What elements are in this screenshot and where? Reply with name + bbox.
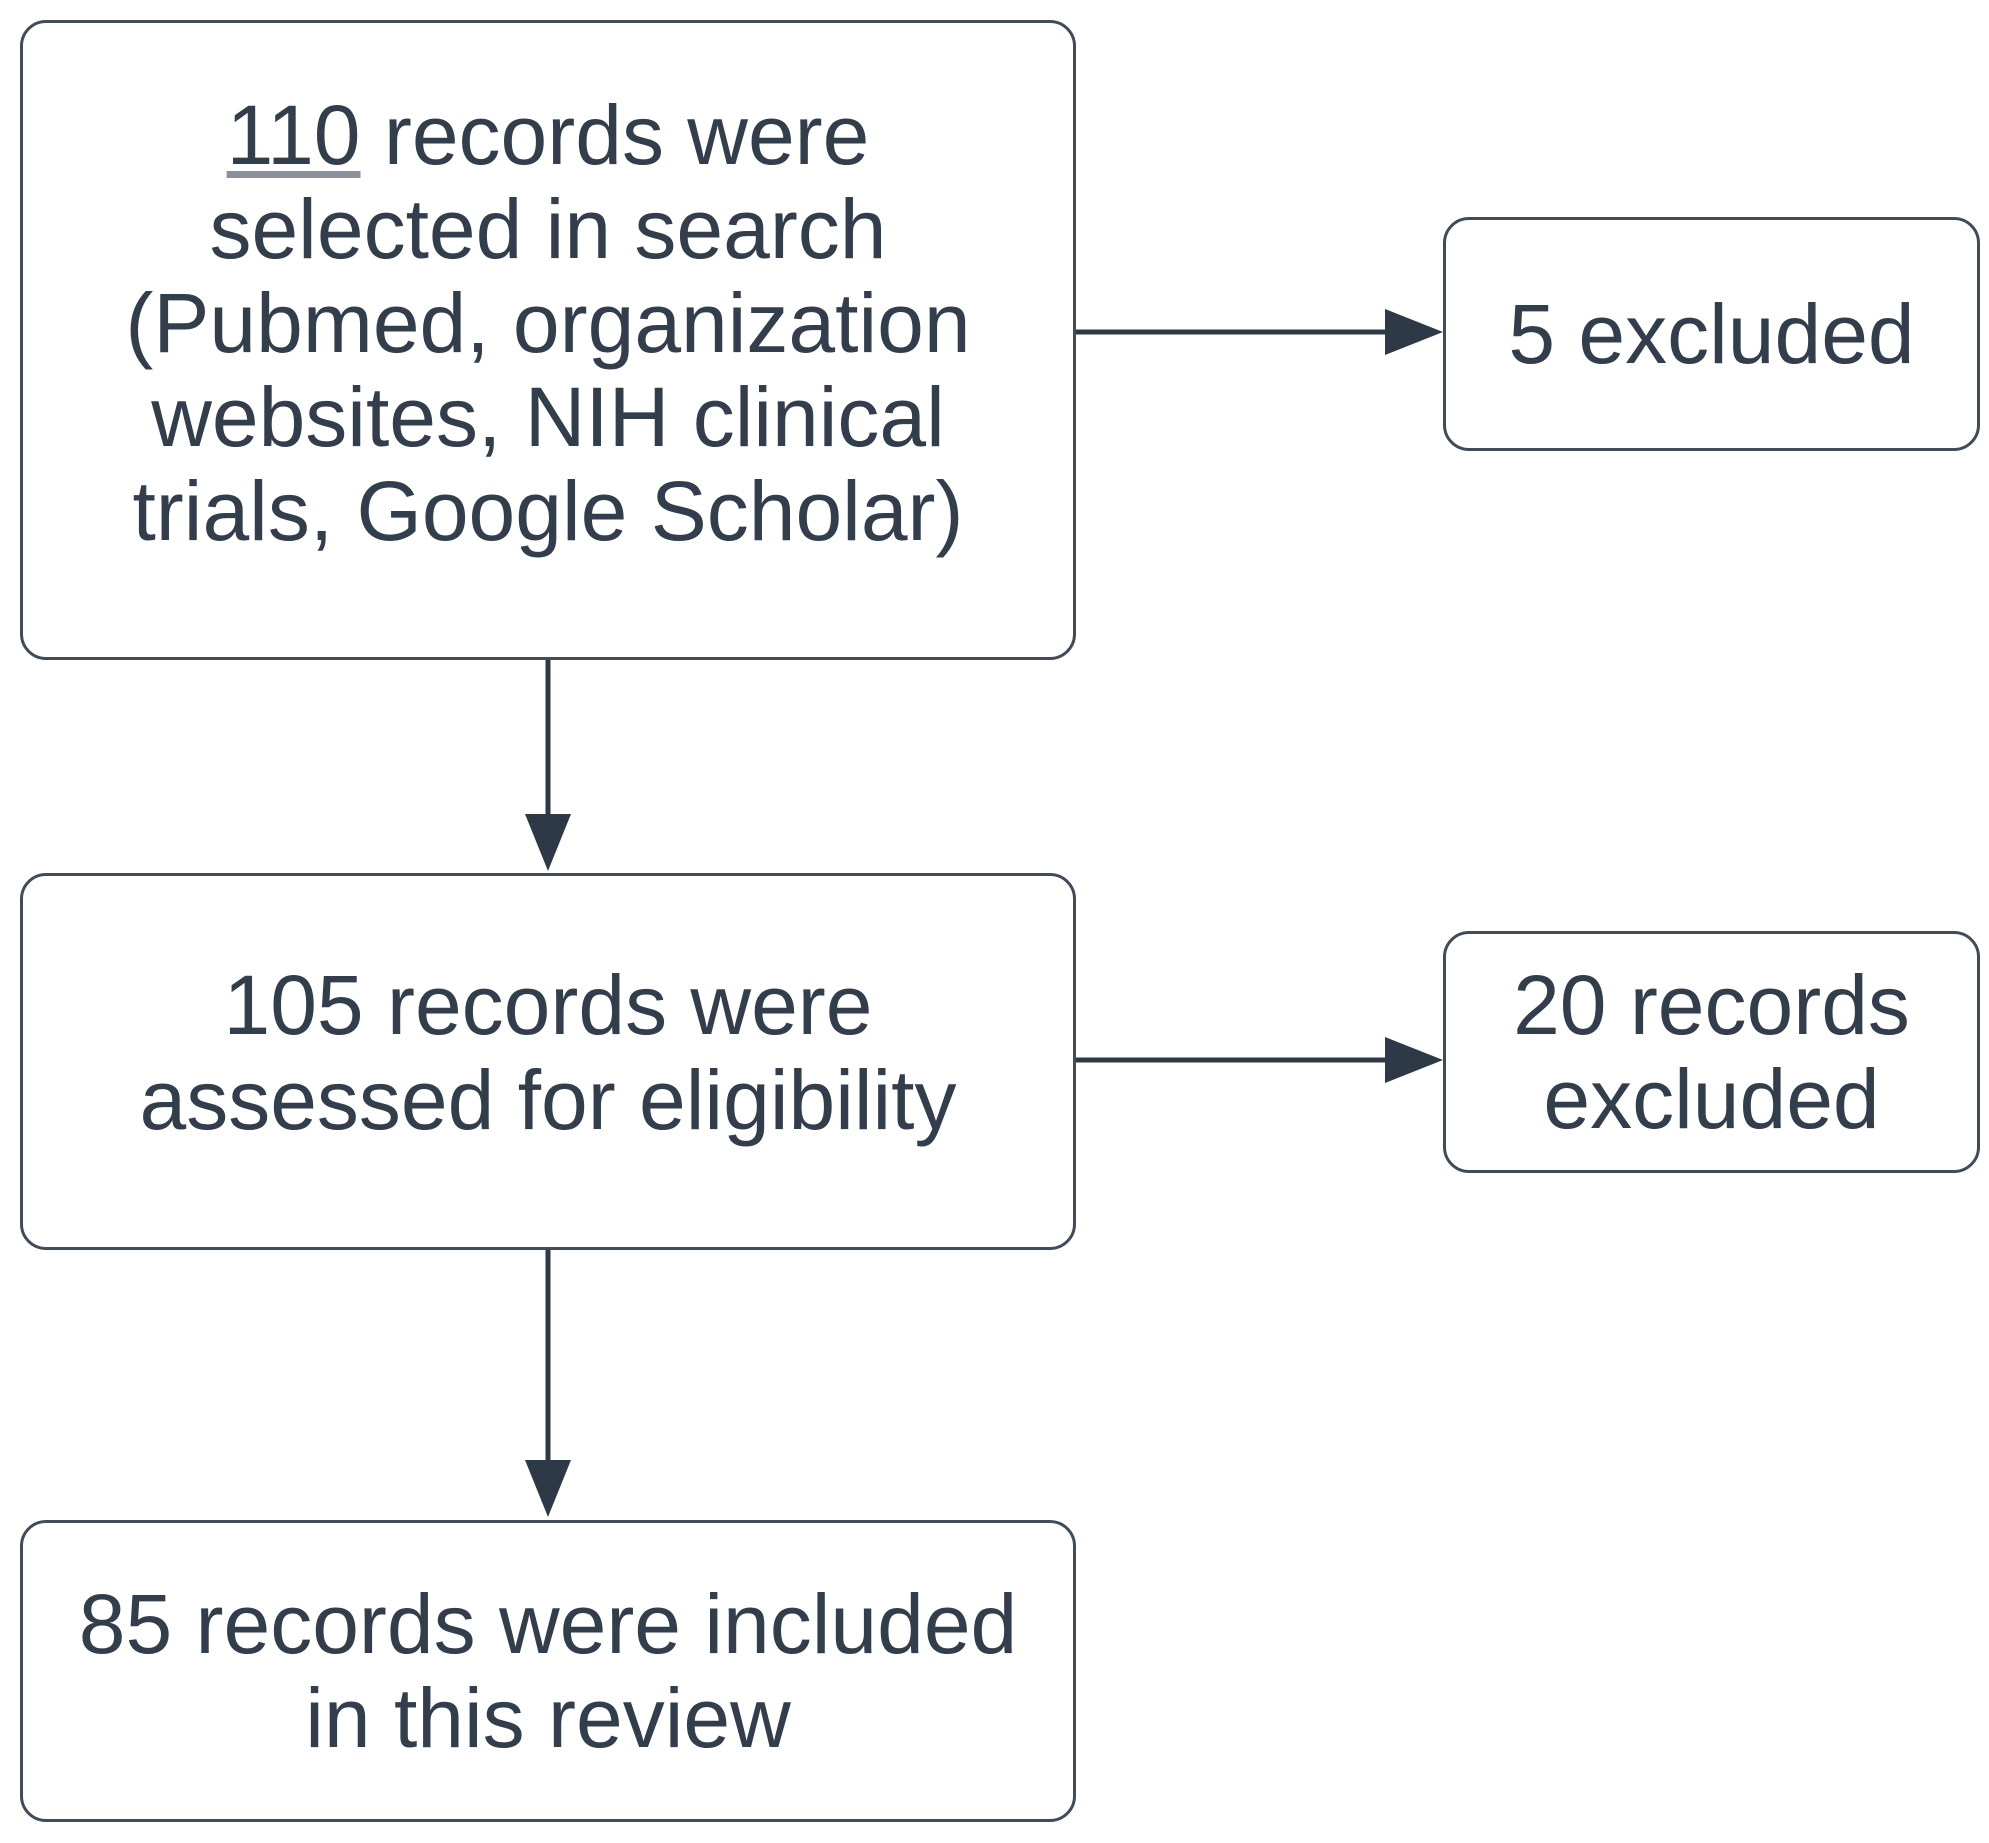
arrowhead-down-icon xyxy=(525,814,571,871)
arrowhead-right-icon xyxy=(1385,1037,1443,1083)
node-records-selected-text: 110 records were selected in search (Pub… xyxy=(125,88,970,558)
records-included-label: 85 records were included in this review xyxy=(78,1576,1018,1765)
arrow-assessed-to-excluded-second xyxy=(1076,1037,1443,1083)
records-selected-count: 110 xyxy=(226,87,361,182)
node-records-selected: 110 records were selected in search (Pub… xyxy=(20,20,1076,660)
node-excluded-second: 20 records excluded xyxy=(1443,931,1980,1173)
records-assessed-label: 105 records were assessed for eligibilit… xyxy=(139,958,957,1147)
arrowhead-right-icon xyxy=(1385,309,1443,355)
arrow-search-to-assessed xyxy=(525,660,571,871)
excluded-first-label: 5 excluded xyxy=(1508,286,1915,381)
records-selected-label: records were selected in search (Pubmed,… xyxy=(125,87,971,559)
arrow-search-to-excluded-first xyxy=(1076,309,1443,355)
node-records-included: 85 records were included in this review xyxy=(20,1520,1076,1822)
arrow-assessed-to-included xyxy=(525,1250,571,1517)
node-records-assessed: 105 records were assessed for eligibilit… xyxy=(20,873,1076,1250)
excluded-second-label: 20 records excluded xyxy=(1513,957,1910,1146)
node-excluded-first: 5 excluded xyxy=(1443,217,1980,451)
arrowhead-down-icon xyxy=(525,1460,571,1517)
